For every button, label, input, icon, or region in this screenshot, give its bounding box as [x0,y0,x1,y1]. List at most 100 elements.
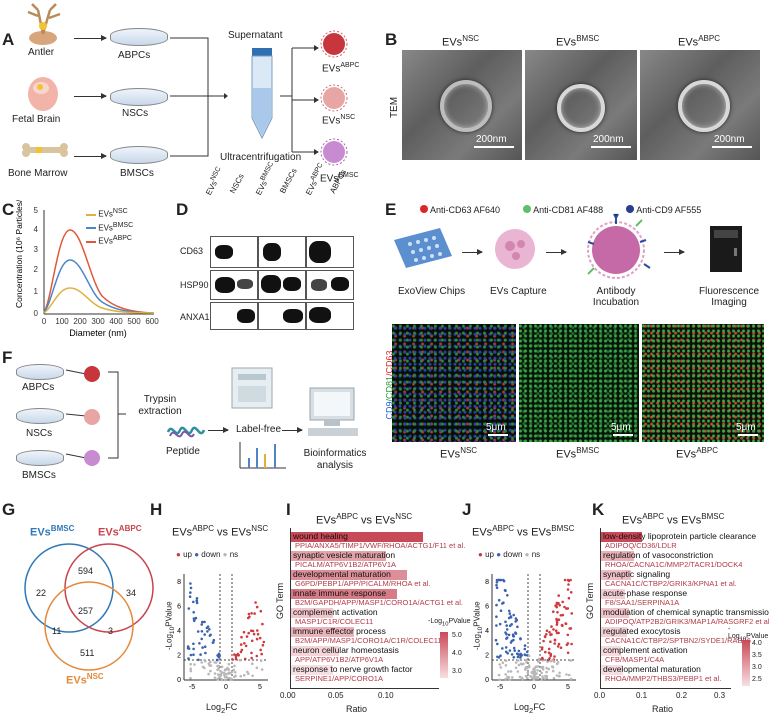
wb-row-hsp90: HSP90 [180,280,209,290]
arrow-e-1 [462,249,483,255]
ev-label-nsc: EVsNSC [322,114,355,126]
legend-cd9: Anti-CD9 AF555 [636,205,702,215]
volcano-j-point [514,666,518,670]
volcano-j-point [559,646,563,649]
volcano-j-point [495,581,499,584]
volcano-j-point [550,625,553,628]
volcano-j-point [549,652,552,656]
venn-count-all: 257 [78,606,94,616]
panel-label-g: G [2,500,16,519]
wb-row-cd63: CD63 [180,246,204,256]
wb-blot-cd63-1 [210,236,258,268]
go-i-genes-2: G6PD/PEBP1/APP/PICALM/RHOA et al. [295,579,431,588]
go-i-title-a: EVs [316,514,337,527]
volcano-j-point [512,638,515,642]
trypsin-label: Trypsin extraction [138,394,182,417]
volcano-j-point [519,662,523,666]
volcano-h-point [226,676,229,679]
volcano-j-title-bsup: BMSC [551,524,575,533]
volcano-h-point [189,662,192,666]
volcano-j-point [506,594,509,597]
wb-blot-anxa1-1 [210,302,258,330]
volcano-h-point [237,654,240,657]
volcano-j-point [569,627,573,630]
volcano-h-point [224,678,227,682]
volcano-h-point [194,616,198,620]
volcano-j-point [530,671,534,674]
go-k-genes-1: RHOA/CACNA1C/MMP2/TACR1/DOCK4 [605,560,743,569]
label-free-label: Label-free [236,424,282,435]
volcano-j-point [558,671,561,675]
culture-dish-bmscs [110,146,168,164]
go-i-bar-3 [291,589,397,599]
go-k-genes-5: CACNA1C/CTBP2/SPTBN2/SYDE1/RAB26 [605,636,751,645]
venn-set-bmsc: EVsBMSC [30,524,74,539]
volcano-h-point [228,677,231,680]
volcano-j-ytick-0: 0 [485,677,489,684]
volcano-j-point [505,632,508,636]
volcano-h-xlabel: Log2FC [206,702,238,715]
tem-title-abpc-sup: ABPC [698,34,720,43]
panel-label-a: A [2,30,15,49]
volcano-h-point [189,653,193,657]
volcano-h-point [240,648,244,652]
volcano-h-point [195,601,199,605]
volcano-h-ytick-0: 0 [177,677,181,684]
volcano-h-point [252,632,256,636]
go-k-bar-0 [601,532,642,542]
volcano-j-point [495,583,498,587]
volcano-j-point [528,665,531,669]
go-k-genes-4: ADIPOQ/ATP2B2/GRIK3/MAP1A/RASGRF2 et al. [605,617,769,626]
svg-text:Concentration (10⁶ Particles/m: Concentration (10⁶ Particles/mL) [14,200,24,308]
volcano-h-point [238,658,242,662]
volcano-j-point [550,633,553,636]
volcano-j-point [505,624,508,627]
volcano-j-ytick-1: 2 [485,653,489,660]
volcano-j-point [495,586,499,590]
volcano-j-point [545,629,549,632]
legend-dot-cd9 [626,205,635,213]
fluor-label-bmsc-sup: BMSC [576,446,600,455]
volcano-j-point [542,639,545,643]
venn-diagram [24,543,154,671]
volcano-j-point [561,624,564,628]
volcano-j-point [501,647,504,650]
go-k-bar-1 [601,551,634,561]
volcano-j-point [510,623,513,626]
volcano-h-point [192,642,195,646]
volcano-h-point [193,663,196,666]
arrow-brain [74,93,107,99]
volcano-h-point [260,652,263,656]
volcano-h-point [192,600,195,604]
go-i-xtick-0: 0.00 [280,691,296,700]
volcano-j-point [570,612,574,615]
volcano-j-point [540,666,543,669]
legend-dot-cd81 [523,205,532,213]
volcano-h-point [201,665,205,669]
panel-label-j: J [462,500,472,519]
volcano-j-point [567,673,571,677]
fluor-label-nsc-sup: NSC [460,446,478,455]
volcano-h-legend-down: down [201,550,221,559]
volcano-j-point [504,620,507,624]
arrow-antler [74,35,107,41]
volcano-j-point [547,647,551,651]
volcano-j-title-asup: ABPC [492,524,514,533]
volcano-j-point [566,607,570,610]
go-k-xlabel: Ratio [652,704,674,714]
volcano-j-ytick-4: 8 [485,579,489,586]
venn-count-bmsc-only: 22 [36,588,47,598]
volcano-h-point [216,668,219,672]
wb-blot-cd63-2 [258,236,306,268]
volcano-h-point [261,643,265,647]
volcano-j-xtick-2: 5 [566,684,570,691]
wb-col-3: EVsBMSC [253,161,279,197]
step-ev-capture: EVs Capture [490,286,547,297]
volcano-j-point [563,578,567,582]
svg-text:0: 0 [42,317,47,326]
go-i-title-bsup: NSC [395,512,413,521]
go-k-genes-2: CACNA1C/CTBP2/GRIK3/KPNA1 et al. [605,579,737,588]
go-k-genes-7: RHOA/MMP2/THBS3/PEBP1 et al. [605,674,722,683]
go-k-genes-6: CFB/MASP1/C4A [605,655,665,664]
volcano-h-point [240,635,243,639]
